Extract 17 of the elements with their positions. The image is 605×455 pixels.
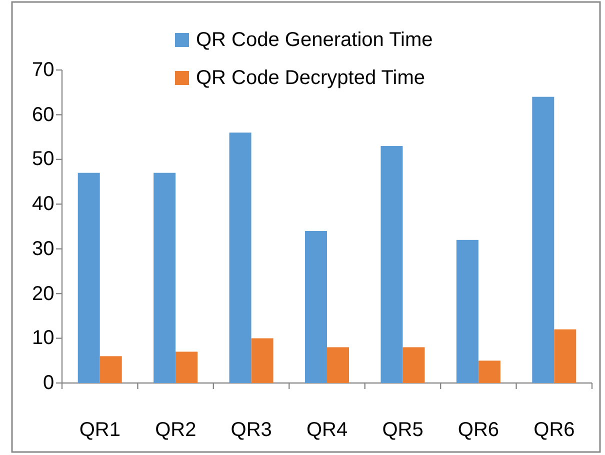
legend-label: QR Code Generation Time bbox=[196, 29, 433, 51]
axis-tick-label: 40 bbox=[32, 193, 54, 216]
axis-tick-label: 50 bbox=[32, 148, 54, 170]
axis-tick-label: 70 bbox=[32, 59, 54, 81]
axis-tick-label: QR5 bbox=[382, 419, 424, 441]
axis-tick-label: 20 bbox=[32, 282, 54, 305]
legend-label: QR Code Decrypted Time bbox=[196, 67, 425, 89]
axis-tick-label: 30 bbox=[32, 238, 54, 260]
axis-tick-label: QR6 bbox=[534, 419, 575, 441]
axis-tick-label: 60 bbox=[32, 104, 54, 126]
axis-tick-label: QR3 bbox=[230, 419, 272, 441]
axis-tick-label: QR1 bbox=[79, 419, 120, 441]
axis-tick-label: QR4 bbox=[306, 419, 348, 441]
axis-tick-label: QR2 bbox=[155, 419, 196, 441]
axis-tick-label: 0 bbox=[43, 372, 54, 394]
axis-tick-label: QR6 bbox=[458, 419, 500, 441]
axis-tick-label: 10 bbox=[32, 327, 54, 350]
